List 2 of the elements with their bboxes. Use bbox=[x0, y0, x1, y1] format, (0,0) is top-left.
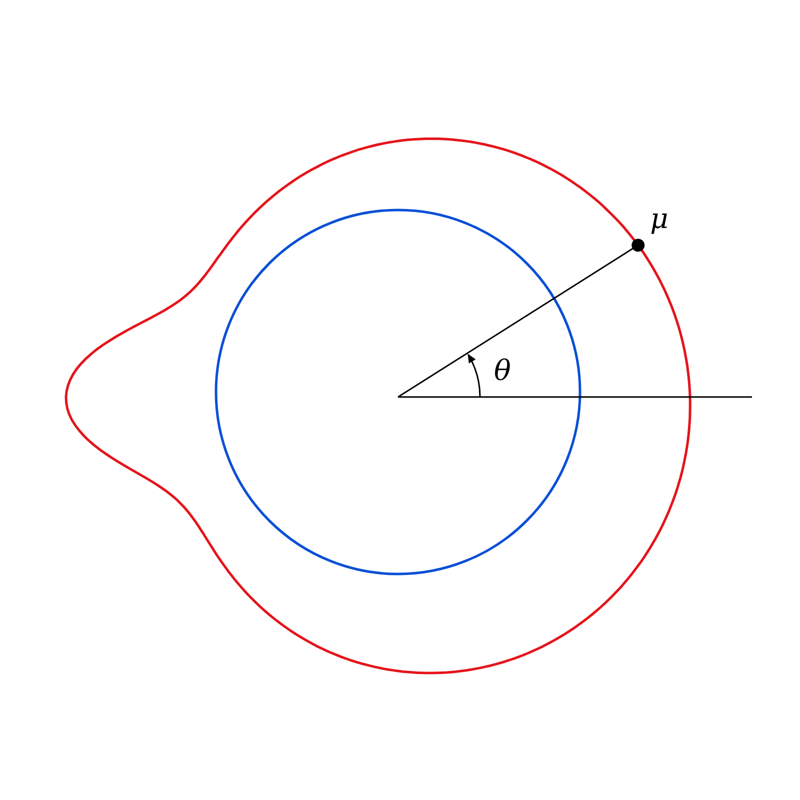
angle-label: θ bbox=[494, 357, 511, 385]
point-label: μ bbox=[650, 205, 668, 234]
